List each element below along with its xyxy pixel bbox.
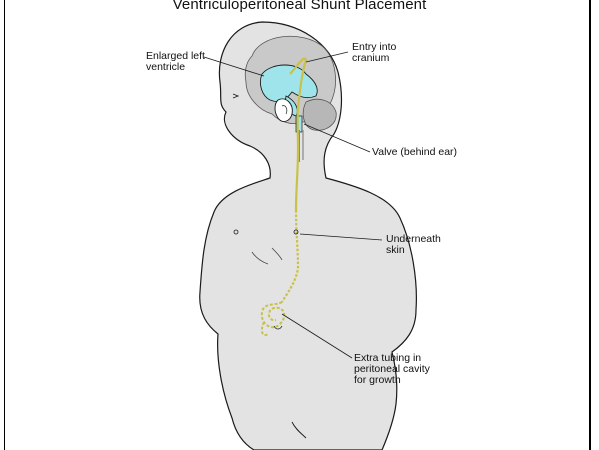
label-underneath-skin: Underneath skin xyxy=(386,234,441,256)
label-entry-cranium: Entry into cranium xyxy=(352,42,396,64)
label-extra-tubing: Extra tubing in peritoneal cavity for gr… xyxy=(354,353,430,386)
label-valve: Valve (behind ear) xyxy=(372,147,457,158)
label-enlarged-ventricle: Enlarged left ventricle xyxy=(146,51,205,73)
ear-shape xyxy=(275,99,292,122)
